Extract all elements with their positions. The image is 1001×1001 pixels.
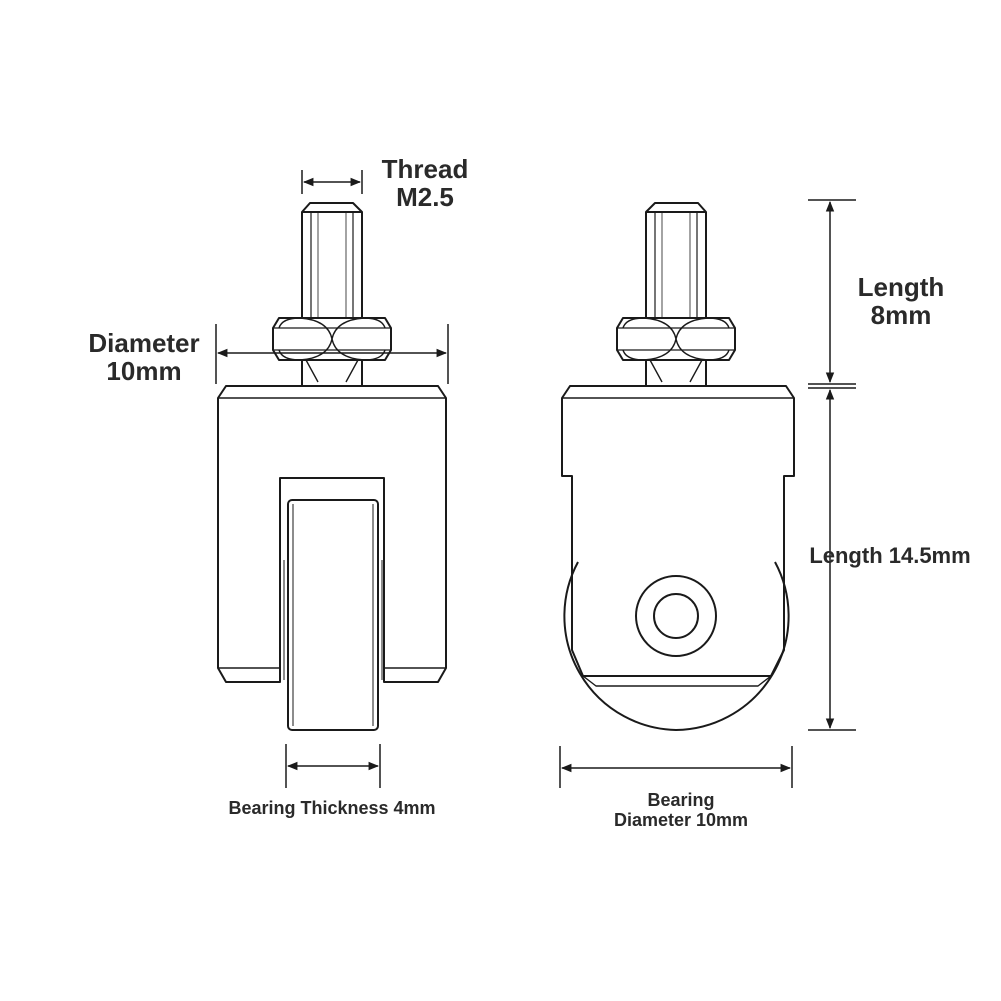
side-view-wheel [283, 499, 383, 731]
dim-bearing-thickness [285, 744, 381, 788]
thread-label-line2: M2.5 [396, 182, 454, 212]
length-top-label-line1: Length [857, 272, 945, 302]
dim-length-top [808, 199, 856, 385]
dimension-lines [215, 170, 856, 788]
front-view [561, 202, 795, 731]
front-view-hex-nut [616, 317, 736, 361]
thread-label: Thread M2.5 [368, 156, 482, 210]
length-body-label: Length 14.5mm [809, 543, 971, 568]
side-view-neck [301, 359, 363, 386]
diameter-label-line2: 10mm [106, 356, 182, 386]
front-view-neck [645, 359, 707, 386]
side-view-fork-body [217, 385, 447, 683]
side-view-stud [301, 202, 363, 318]
dim-bearing-diameter [559, 746, 793, 788]
dim-diameter [215, 324, 449, 384]
front-view-wheel [563, 561, 790, 731]
diameter-label-line1: Diameter [88, 328, 200, 358]
bearing-thickness-label: Bearing Thickness 4mm [228, 798, 436, 818]
dim-length-body [808, 387, 856, 731]
diameter-label: Diameter 10mm [72, 330, 216, 384]
thread-label-line1: Thread [381, 154, 469, 184]
front-view-stud [645, 202, 707, 318]
side-view [217, 202, 447, 731]
bearing-diameter-label-line2: Diameter 10mm [613, 810, 749, 830]
length-top-label: Length 8mm [846, 274, 956, 328]
front-view-fork-body [561, 385, 795, 677]
bearing-diameter-label: Bearing Diameter 10mm [580, 791, 782, 829]
front-view-axle-hub [635, 575, 717, 657]
dim-thread [301, 170, 363, 194]
bearing-diameter-label-line1: Bearing [647, 790, 715, 810]
length-top-label-line2: 8mm [870, 300, 932, 330]
